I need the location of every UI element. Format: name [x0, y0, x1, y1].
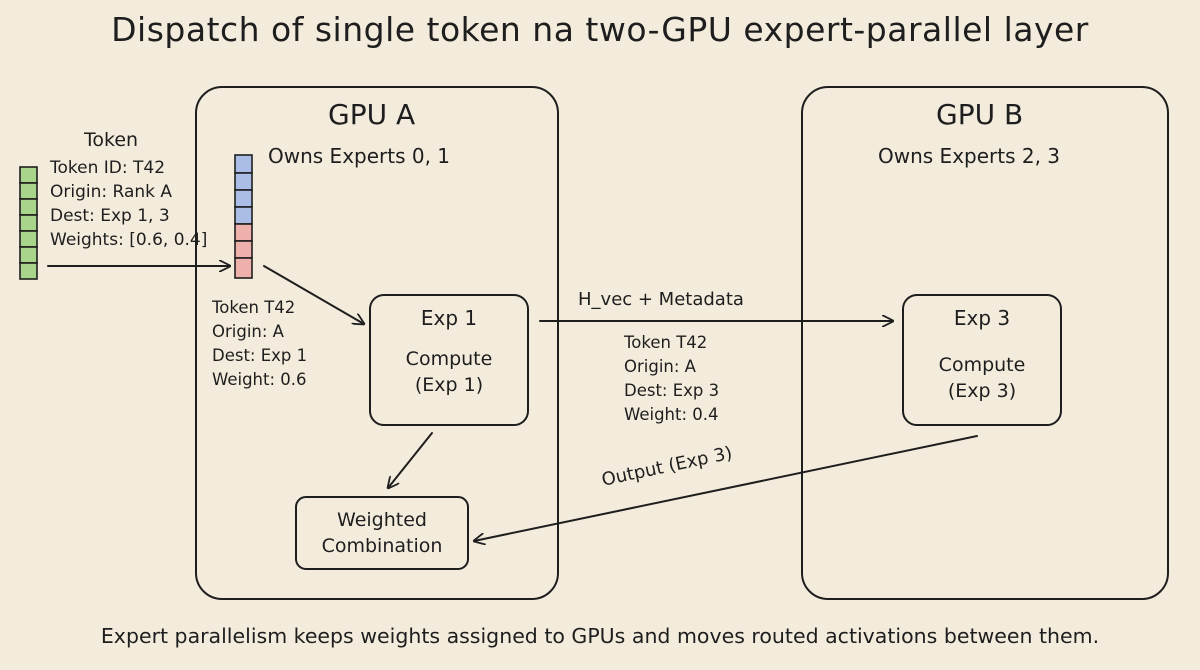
token-dest-line: Dest: Exp 1, 3 [50, 206, 170, 226]
token-heading: Token [84, 129, 139, 151]
token-vector [19, 166, 38, 280]
token-id-line: Token ID: T42 [50, 158, 166, 178]
exp1-compute-line: Compute [405, 348, 493, 370]
route-note-token: Token T42 [212, 298, 296, 317]
exp1-compute-label: Compute (Exp 1) [370, 346, 528, 398]
combine-line-2: Combination [321, 535, 443, 557]
combine-label: Weighted Combination [296, 507, 468, 559]
gpu-b-container [801, 86, 1169, 600]
combine-line-1: Weighted [337, 509, 427, 531]
gpu-a-subtitle: Owns Experts 0, 1 [268, 144, 451, 168]
send-note-origin: Origin: A [624, 357, 696, 376]
footer-caption: Expert parallelism keeps weights assigne… [100, 624, 1100, 648]
combine-box [295, 496, 469, 570]
exp1-box [369, 294, 529, 426]
exp1-name: Exp 1 [420, 306, 478, 330]
token-weights-line: Weights: [0.6, 0.4] [50, 230, 208, 250]
send-edge-note: Token T42 Origin: A Dest: Exp 3 Weight: … [624, 331, 719, 427]
send-note-weight: Weight: 0.4 [624, 405, 719, 424]
gpu-a-title: GPU A [328, 98, 416, 131]
send-edge-label: H_vec + Metadata [578, 289, 744, 310]
exp3-expert-line: (Exp 3) [947, 380, 1017, 402]
exp3-to-combine-arrow [474, 435, 978, 541]
exp1-expert-line: (Exp 1) [414, 374, 484, 396]
dispatch-buffer [234, 154, 253, 279]
exp3-compute-label: Compute (Exp 3) [903, 352, 1061, 404]
send-note-token: Token T42 [624, 333, 708, 352]
buffer-to-exp1-arrow [263, 265, 364, 324]
diagram-title: Dispatch of single token na two-GPU expe… [111, 10, 1089, 49]
exp3-box [902, 294, 1062, 426]
route-note-dest: Dest: Exp 1 [212, 346, 308, 365]
token-info: Token ID: T42 Origin: Rank A Dest: Exp 1… [50, 156, 207, 252]
exp1-to-combine-arrow [388, 432, 433, 488]
route-note-origin: Origin: A [212, 322, 284, 341]
send-note-dest: Dest: Exp 3 [624, 381, 720, 400]
exp3-name: Exp 3 [953, 306, 1011, 330]
gpu-a-container [195, 86, 559, 600]
gpu-b-title: GPU B [936, 98, 1024, 131]
gpu-b-subtitle: Owns Experts 2, 3 [878, 144, 1061, 168]
token-origin-line: Origin: Rank A [50, 182, 173, 202]
gpu-a-route-note: Token T42 Origin: A Dest: Exp 1 Weight: … [212, 296, 307, 392]
route-note-weight: Weight: 0.6 [212, 370, 307, 389]
exp3-compute-line: Compute [938, 354, 1026, 376]
